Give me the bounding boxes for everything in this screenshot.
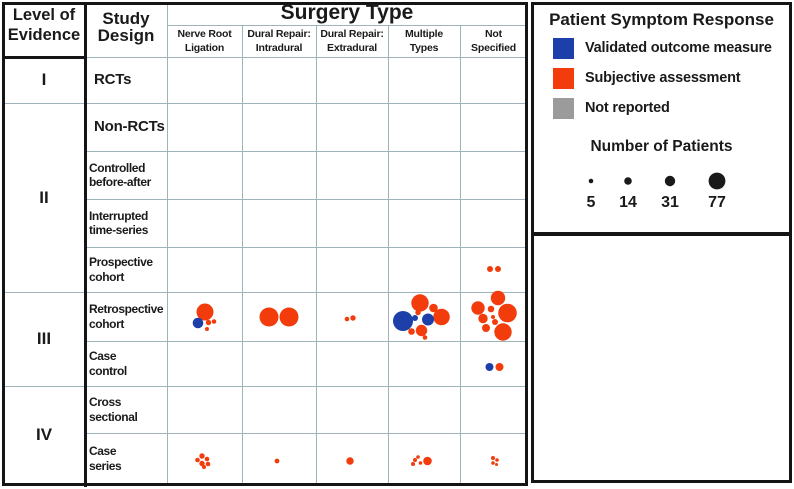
bubble xyxy=(491,456,495,460)
row-label: Retrospective cohort xyxy=(89,302,164,331)
size-legend-circle xyxy=(708,172,726,190)
bubble xyxy=(487,266,493,272)
bubble xyxy=(423,456,432,466)
bubble xyxy=(478,313,488,324)
column-header: Multiple Types xyxy=(404,28,444,54)
validated-swatch xyxy=(553,37,574,59)
size-legend-circle xyxy=(664,175,676,187)
bubble xyxy=(490,290,506,306)
bubble xyxy=(491,315,495,319)
legend-item-label: Not reported xyxy=(585,100,670,116)
size-legend-value: 77 xyxy=(708,194,726,211)
evidence-level-label: I xyxy=(41,70,47,89)
row-label: Cross sectional xyxy=(89,395,138,424)
bubble xyxy=(429,303,438,313)
bubble xyxy=(192,317,204,329)
bubble xyxy=(205,319,212,326)
matrix-grid-canvas xyxy=(2,2,528,487)
row-label: Controlled before-after xyxy=(89,160,151,189)
column-header: Not Specified xyxy=(471,28,516,54)
row-label: Non-RCTs xyxy=(94,118,165,135)
empty-panel xyxy=(531,233,792,483)
evidence-level-label: II xyxy=(39,187,49,207)
bubble xyxy=(491,461,495,465)
bubble xyxy=(199,453,205,459)
evidence-level-label: IV xyxy=(35,425,53,444)
bubble xyxy=(495,458,499,462)
bubble xyxy=(205,327,209,331)
bubble xyxy=(498,303,517,323)
bubble xyxy=(413,458,417,462)
bubble xyxy=(195,457,200,463)
column-header: Dural Repair: Intradural xyxy=(247,28,311,54)
bubble xyxy=(485,363,494,371)
table-border xyxy=(2,2,528,487)
bubble xyxy=(422,313,434,326)
row-label: Prospective cohort xyxy=(89,255,153,284)
column-header: Nerve Root Ligation xyxy=(177,28,232,54)
row-label: Case control xyxy=(89,349,127,378)
row-label: Interrupted time-series xyxy=(89,208,148,237)
size-legend-circles xyxy=(588,172,726,190)
bubble-layer xyxy=(192,266,517,469)
size-legend-circle xyxy=(624,177,632,185)
bubble xyxy=(199,460,205,467)
bubble xyxy=(196,303,214,321)
bubble xyxy=(411,462,415,466)
row-label: RCTs xyxy=(94,71,132,88)
surgery-type-header: Surgery Type xyxy=(280,1,414,24)
bubble xyxy=(412,315,418,321)
study-design-header: Study Design xyxy=(97,9,155,46)
legend-item: Validated outcome measure xyxy=(553,36,772,60)
evidence-level-label: III xyxy=(36,329,52,348)
bubble xyxy=(416,455,420,459)
size-legend-circle xyxy=(588,178,594,184)
bubble xyxy=(204,456,210,462)
bubble xyxy=(487,305,495,313)
not_reported-swatch xyxy=(553,97,574,119)
bubble xyxy=(492,319,498,325)
bubble xyxy=(482,324,490,332)
size-legend-value: 5 xyxy=(586,194,596,211)
size-legend-value: 14 xyxy=(619,194,637,211)
legend-title: Patient Symptom Response xyxy=(549,10,774,29)
grid-lines xyxy=(5,3,526,484)
legend-item-label: Validated outcome measure xyxy=(585,40,772,56)
legend-item: Not reported xyxy=(553,96,670,120)
subjective-swatch xyxy=(553,67,574,89)
bubble xyxy=(211,319,217,324)
legend-item-label: Subjective assessment xyxy=(585,70,741,86)
bubble xyxy=(279,307,299,327)
bubble xyxy=(205,461,211,467)
bubble xyxy=(274,458,280,464)
bubble xyxy=(422,335,428,340)
column-header: Dural Repair: Extradural xyxy=(320,28,384,54)
bubble xyxy=(418,461,423,465)
bubble xyxy=(495,363,504,371)
size-legend-title: Number of Patients xyxy=(590,138,733,155)
bubble xyxy=(415,324,428,337)
row-label: Case series xyxy=(89,444,122,473)
bubble xyxy=(495,266,501,272)
bubble xyxy=(344,316,350,322)
bubble xyxy=(393,311,413,331)
bubble xyxy=(259,307,279,327)
level-of-evidence-header: Level of Evidence xyxy=(7,6,81,44)
bubble xyxy=(408,328,415,335)
bubble xyxy=(494,323,512,341)
legend-item: Subjective assessment xyxy=(553,66,741,90)
bubble xyxy=(415,309,421,316)
legend-panel: Patient Symptom Response Validated outco… xyxy=(531,2,792,235)
bubble xyxy=(346,457,354,465)
bubble xyxy=(411,294,429,312)
bubble xyxy=(471,301,485,315)
bubble xyxy=(495,463,498,466)
bubble xyxy=(350,315,356,321)
size-legend-value: 31 xyxy=(661,194,679,211)
bubble xyxy=(202,465,206,469)
bubble xyxy=(433,308,450,326)
